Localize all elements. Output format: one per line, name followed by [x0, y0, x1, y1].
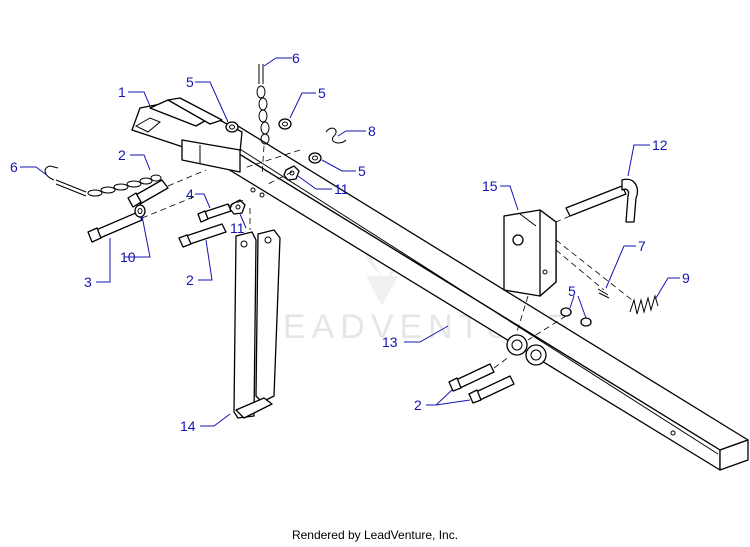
washer-upper-b	[278, 118, 292, 130]
callout-11: 11	[230, 220, 245, 236]
callout-labels: 1 2 6 3 10 4 2 5 6 5 8 5 11 11 12 15 7 9…	[10, 50, 690, 434]
callout-7: 7	[638, 238, 646, 254]
hairpin-clip	[325, 127, 347, 144]
washer-left	[134, 204, 146, 218]
bolt-lower-right-a	[448, 363, 495, 392]
callout-11: 11	[334, 181, 349, 197]
lock-pin	[565, 178, 639, 223]
callout-2: 2	[118, 147, 126, 163]
mounting-bracket	[503, 209, 557, 297]
jack-stand	[233, 229, 281, 419]
callout-6: 6	[292, 50, 300, 66]
callout-14: 14	[180, 418, 196, 434]
callout-5: 5	[358, 163, 366, 179]
tongue-tube	[209, 125, 749, 471]
callout-8: 8	[368, 123, 376, 139]
bolt-upper-left	[127, 179, 169, 208]
safety-chain	[44, 165, 162, 197]
chain-upper	[256, 64, 270, 145]
callout-13: 13	[382, 334, 398, 350]
callout-12: 12	[652, 137, 668, 153]
nut-left	[229, 199, 246, 215]
callout-3: 3	[84, 274, 92, 290]
bolt-lower-right-b	[468, 375, 515, 404]
callout-1: 1	[118, 84, 126, 100]
bolt-short	[197, 203, 232, 223]
callout-2: 2	[414, 397, 422, 413]
long-bolt	[87, 211, 143, 243]
callout-10: 10	[120, 249, 136, 265]
callout-2: 2	[186, 272, 194, 288]
assembly-lines	[141, 145, 633, 369]
footer-credit: Rendered by LeadVenture, Inc.	[291, 528, 459, 542]
nut-center	[283, 165, 300, 181]
washer-bracket-b	[580, 317, 592, 327]
callout-5: 5	[318, 85, 326, 101]
compression-spring	[629, 294, 659, 315]
washer-upper-c	[308, 152, 322, 164]
callout-4: 4	[186, 186, 194, 202]
roll-pin	[597, 288, 610, 299]
callout-15: 15	[482, 178, 498, 194]
washer-bracket-a	[560, 307, 572, 317]
callout-leaders	[20, 57, 680, 427]
callout-5: 5	[568, 283, 576, 299]
callout-5: 5	[186, 74, 194, 90]
callout-6: 6	[10, 159, 18, 175]
hitch-coupler	[131, 97, 243, 173]
callout-9: 9	[682, 270, 690, 286]
washer-upper-a	[225, 121, 239, 133]
bolt-lower	[178, 223, 227, 248]
